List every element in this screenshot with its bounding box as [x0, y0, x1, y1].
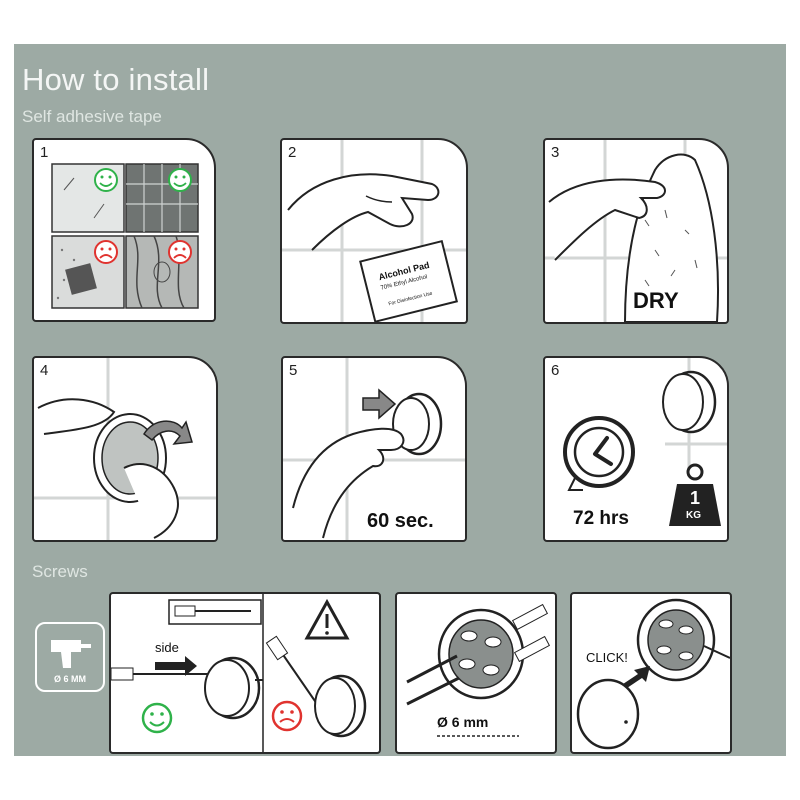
step-number: 3 — [551, 144, 560, 161]
step-number: 6 — [551, 362, 560, 379]
smiley-happy-icon — [94, 168, 118, 192]
smiley-happy-icon — [168, 168, 192, 192]
screws-anchors-illustration — [406, 603, 551, 737]
cure-time-label: 72 hrs — [573, 508, 629, 529]
screw-panel-side: side — [109, 592, 381, 754]
smiley-sad-icon — [94, 240, 118, 264]
side-label: side — [155, 640, 179, 655]
screw-panel-holes: Ø 6 mm — [395, 592, 557, 754]
drill-badge: Ø 6 MM — [35, 622, 105, 692]
click-label: CLICK! — [586, 650, 628, 665]
drill-icon — [51, 640, 91, 668]
step-3-panel: 3 DRY — [543, 138, 729, 324]
page-title: How to install — [22, 62, 210, 97]
weight-icon — [669, 463, 721, 526]
screwdriver-side-illustration — [111, 594, 367, 752]
weight-unit: KG — [686, 510, 701, 521]
hole-size-label: Ø 6 mm — [437, 714, 489, 730]
press-duration-label: 60 sec. — [367, 510, 434, 532]
step-5-panel: 5 60 sec. — [281, 356, 467, 542]
press-to-wall-illustration — [283, 358, 465, 540]
section-label-screws: Screws — [32, 562, 88, 581]
step-number: 5 — [289, 362, 298, 379]
drill-size-label: Ø 6 MM — [53, 674, 86, 684]
step-4-panel: 4 — [32, 356, 218, 542]
step-6-panel: 6 72 hrs 1 KG — [543, 356, 729, 542]
click-cover-illustration — [576, 598, 730, 750]
dry-surface-illustration — [545, 140, 727, 322]
step-1-panel: 1 — [32, 138, 216, 322]
section-subtitle-adhesive: Self adhesive tape — [22, 107, 162, 126]
step-number: 1 — [40, 144, 49, 161]
step-number: 2 — [288, 144, 297, 161]
screw-panel-click: CLICK! — [570, 592, 732, 754]
dry-label: DRY — [633, 288, 679, 313]
smiley-sad-icon — [168, 240, 192, 264]
clock-icon — [563, 416, 635, 491]
weight-value: 1 — [690, 488, 701, 508]
step-2-panel: 2 Alcohol Pad 70% Ethyl Alcohol For Disi… — [280, 138, 468, 324]
peel-backing-illustration — [34, 358, 216, 540]
wipe-with-pad-illustration — [282, 140, 466, 322]
hook-illustration — [662, 358, 727, 468]
step-number: 4 — [40, 362, 49, 379]
